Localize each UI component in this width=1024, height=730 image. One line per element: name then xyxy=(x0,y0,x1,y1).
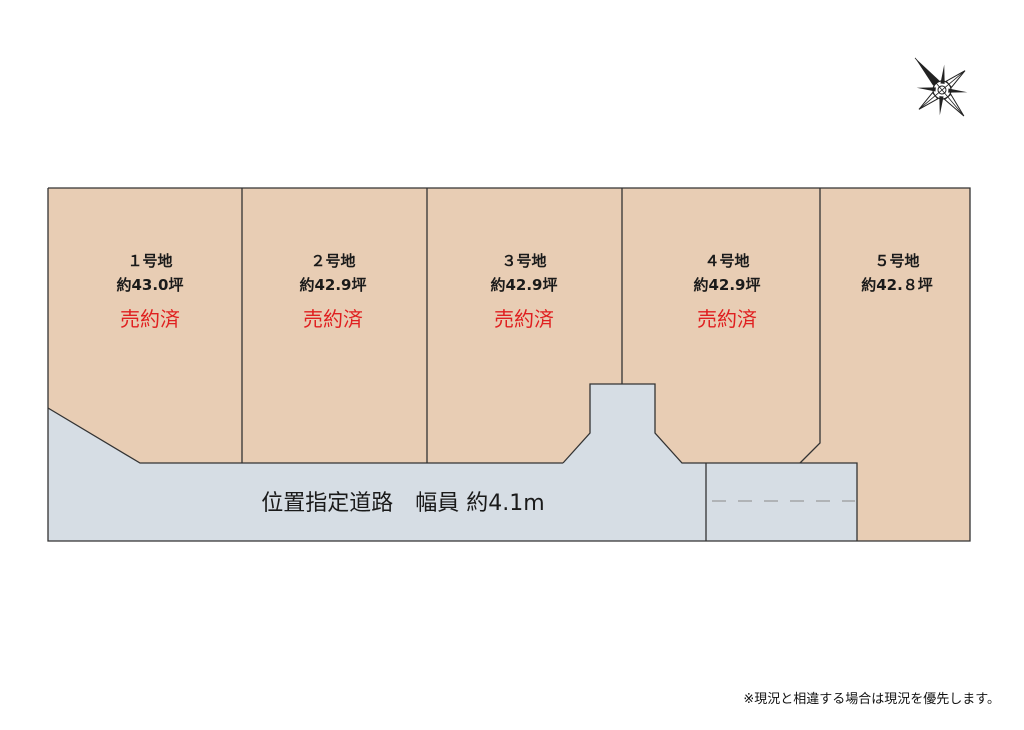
lot-2-area: 約42.9坪 xyxy=(299,276,366,294)
lot-2-status: 売約済 xyxy=(303,307,363,331)
lot-4-area: 約42.9坪 xyxy=(693,276,760,294)
lot-labels: １号地 約43.0坪 売約済 ２号地 約42.9坪 売約済 ３号地 約42.9坪… xyxy=(116,252,932,331)
lot-2-number: ２号地 xyxy=(310,252,355,270)
outlines xyxy=(47,187,971,542)
lot-3-status: 売約済 xyxy=(494,307,554,331)
lot-1-number: １号地 xyxy=(127,252,172,270)
lot-2-shape xyxy=(242,188,427,463)
compass-rose-icon xyxy=(914,57,968,117)
lot-3-shape xyxy=(427,188,682,463)
lot-4-number: ４号地 xyxy=(704,252,749,270)
lot-1-status: 売約済 xyxy=(120,307,180,331)
lot-4-shape xyxy=(622,188,820,463)
lot-3-number: ３号地 xyxy=(501,252,546,270)
lot-1-area: 約43.0坪 xyxy=(116,276,183,294)
lot-1-shape xyxy=(48,188,242,463)
lot-3-area: 約42.9坪 xyxy=(490,276,557,294)
lot-5-shape xyxy=(800,188,970,541)
road-label: 位置指定道路 幅員 約4.1m xyxy=(261,491,544,516)
lot-5-area: 約42.８坪 xyxy=(861,276,933,294)
lot-4-status: 売約済 xyxy=(697,307,757,331)
lots xyxy=(48,188,970,541)
disclaimer-note: ※現況と相違する場合は現況を優先します。 xyxy=(743,692,1000,707)
lot-5-number: ５号地 xyxy=(874,252,919,270)
